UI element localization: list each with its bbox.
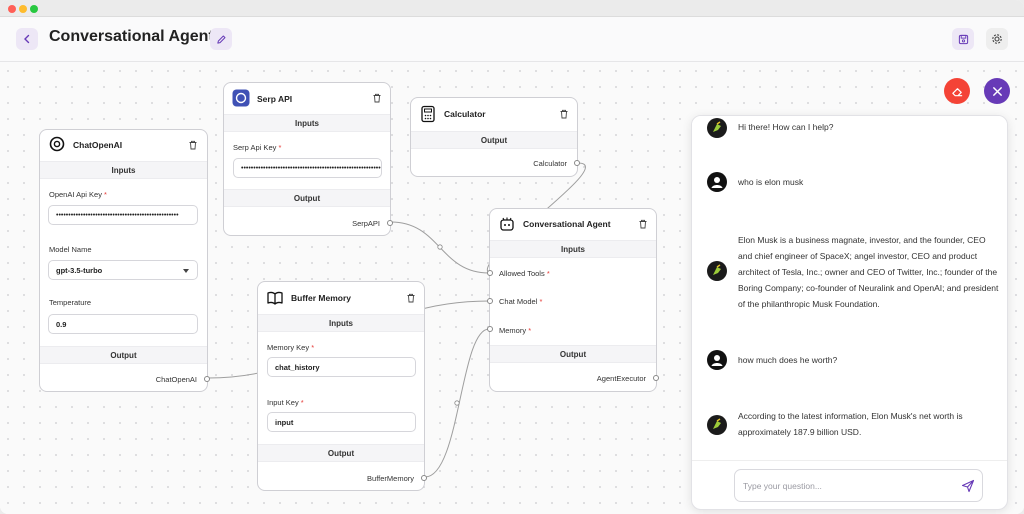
output-header: Output bbox=[490, 345, 656, 363]
chat-message-text: Elon Musk is a business magnate, investo… bbox=[738, 235, 999, 309]
settings-button[interactable] bbox=[986, 28, 1008, 50]
model-name-select[interactable]: gpt-3.5-turbo bbox=[48, 260, 198, 280]
close-chat-button[interactable] bbox=[984, 78, 1010, 104]
gear-icon bbox=[992, 34, 1002, 44]
memory-label: Memory * bbox=[499, 326, 532, 335]
chevron-down-icon bbox=[183, 269, 189, 273]
user-avatar-icon bbox=[707, 172, 727, 192]
output-handle-label: ChatOpenAI bbox=[155, 375, 197, 384]
trash-icon[interactable] bbox=[372, 93, 382, 103]
trash-icon[interactable] bbox=[638, 219, 648, 229]
robot-icon bbox=[500, 217, 514, 231]
trash-icon[interactable] bbox=[559, 109, 569, 119]
user-avatar-icon bbox=[707, 350, 727, 370]
chat-message-bot: According to the latest information, Elo… bbox=[692, 406, 1007, 442]
output-header: Output bbox=[411, 131, 577, 149]
page-title: Conversational Agent bbox=[49, 28, 214, 45]
output-handle-label: BufferMemory bbox=[367, 474, 414, 483]
output-handle[interactable] bbox=[653, 375, 659, 381]
node-buffer-memory[interactable]: Buffer Memory Inputs Memory Key * chat_h… bbox=[257, 281, 427, 491]
output-header: Output bbox=[258, 444, 424, 462]
serp-api-icon bbox=[232, 89, 250, 107]
parrot-avatar-icon bbox=[707, 415, 727, 435]
chat-message-text: Hi there! How can I help? bbox=[738, 122, 834, 132]
inputs-header: Inputs bbox=[224, 114, 390, 132]
output-handle-label: Calculator bbox=[533, 159, 567, 168]
output-handle[interactable] bbox=[574, 160, 580, 166]
trash-icon[interactable] bbox=[406, 293, 416, 303]
chat-message-text: how much does he worth? bbox=[738, 355, 838, 365]
allowed-tools-handle[interactable] bbox=[487, 270, 493, 276]
chat-model-handle[interactable] bbox=[487, 298, 493, 304]
node-title: ChatOpenAI bbox=[73, 140, 123, 150]
openai-api-key-field[interactable]: ••••••••••••••••••••••••••••••••••••••••… bbox=[48, 205, 198, 225]
chat-message-text: who is elon musk bbox=[738, 177, 804, 187]
chat-message-user: how much does he worth? bbox=[692, 348, 1007, 372]
temperature-field[interactable]: 0.9 bbox=[48, 314, 198, 334]
model-name-label: Model Name bbox=[49, 245, 92, 254]
openai-icon bbox=[49, 136, 65, 152]
allowed-tools-label: Allowed Tools * bbox=[499, 269, 550, 278]
node-title: Buffer Memory bbox=[291, 293, 351, 303]
parrot-avatar-icon bbox=[707, 261, 727, 281]
chat-input-box bbox=[734, 469, 983, 502]
node-chatopenai[interactable]: ChatOpenAI Inputs OpenAI Api Key * •••••… bbox=[39, 129, 210, 392]
temperature-label: Temperature bbox=[49, 298, 92, 307]
parrot-avatar-icon bbox=[707, 118, 727, 138]
chat-message-user: who is elon musk bbox=[692, 170, 1007, 194]
clear-chat-button[interactable] bbox=[944, 78, 970, 104]
calculator-icon bbox=[421, 105, 435, 123]
maximize-window-button[interactable] bbox=[30, 5, 38, 13]
output-handle[interactable] bbox=[387, 220, 393, 226]
chat-divider bbox=[692, 460, 1007, 461]
window-titlebar bbox=[0, 0, 1024, 17]
inputs-header: Inputs bbox=[490, 240, 656, 258]
back-button[interactable] bbox=[16, 28, 38, 50]
output-header: Output bbox=[40, 346, 207, 364]
close-window-button[interactable] bbox=[8, 5, 16, 13]
chat-message-bot: Elon Musk is a business magnate, investo… bbox=[692, 230, 1007, 314]
api-key-label: OpenAI Api Key * bbox=[49, 190, 107, 199]
memory-key-label: Memory Key * bbox=[267, 343, 315, 352]
minimize-window-button[interactable] bbox=[19, 5, 27, 13]
edit-title-button[interactable] bbox=[210, 28, 232, 50]
api-key-label: Serp Api Key * bbox=[233, 143, 282, 152]
model-name-value: gpt-3.5-turbo bbox=[56, 265, 103, 275]
input-key-label: Input Key * bbox=[267, 398, 304, 407]
chat-model-label: Chat Model * bbox=[499, 297, 543, 306]
save-button[interactable] bbox=[952, 28, 974, 50]
output-handle-label: SerpAPI bbox=[352, 219, 380, 228]
send-icon[interactable] bbox=[961, 479, 975, 493]
node-title: Serp API bbox=[257, 94, 293, 104]
trash-icon[interactable] bbox=[188, 140, 198, 150]
inputs-header: Inputs bbox=[40, 161, 207, 179]
eraser-icon bbox=[951, 87, 962, 96]
input-key-field[interactable]: input bbox=[267, 412, 416, 432]
serp-api-key-field[interactable]: ••••••••••••••••••••••••••••••••••••••••… bbox=[233, 158, 382, 178]
output-handle[interactable] bbox=[204, 376, 210, 382]
node-conversational-agent[interactable]: Conversational Agent Inputs Allowed Tool… bbox=[487, 208, 659, 392]
memory-key-field[interactable]: chat_history bbox=[267, 357, 416, 377]
memory-handle[interactable] bbox=[487, 326, 493, 332]
inputs-header: Inputs bbox=[258, 314, 424, 332]
close-icon bbox=[992, 86, 1002, 96]
book-icon bbox=[267, 291, 283, 305]
output-handle-label: AgentExecutor bbox=[596, 374, 646, 383]
output-handle[interactable] bbox=[421, 475, 427, 481]
canvas-header: Conversational Agent bbox=[0, 17, 1024, 62]
chat-message-text: According to the latest information, Elo… bbox=[738, 411, 963, 437]
node-serp-api[interactable]: Serp API Inputs Serp Api Key * •••••••••… bbox=[223, 82, 393, 236]
pencil-icon bbox=[216, 35, 225, 44]
node-title: Calculator bbox=[444, 109, 486, 119]
node-title: Conversational Agent bbox=[523, 219, 611, 229]
output-header: Output bbox=[224, 189, 390, 207]
chat-panel: Hi there! How can I help? who is elon mu… bbox=[691, 115, 1008, 510]
chevron-left-icon bbox=[24, 34, 30, 44]
chat-message-bot: Hi there! How can I help? bbox=[692, 116, 1007, 140]
node-calculator[interactable]: Calculator Output Calculator bbox=[410, 97, 580, 177]
chat-question-input[interactable] bbox=[743, 478, 953, 494]
save-icon bbox=[958, 34, 968, 44]
